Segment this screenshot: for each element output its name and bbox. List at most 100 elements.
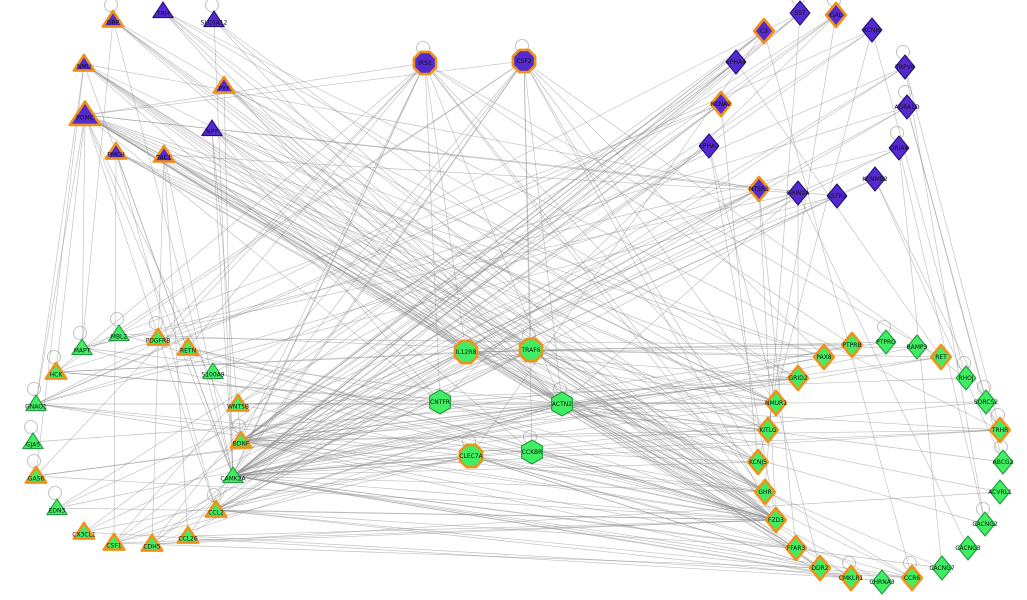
graph-node-ghr[interactable]: [753, 478, 777, 506]
graph-edge: [212, 371, 777, 521]
graph-node-npy[interactable]: [201, 119, 223, 137]
graph-node-retn[interactable]: [176, 337, 200, 356]
graph-node-edn3[interactable]: [46, 498, 68, 516]
graph-node-trhr[interactable]: [988, 416, 1012, 444]
graph-edge: [561, 403, 759, 463]
graph-node-bdnf[interactable]: [229, 430, 253, 449]
graph-node-grin2a[interactable]: [787, 180, 809, 206]
graph-edge: [240, 103, 722, 442]
graph-edge: [55, 114, 86, 373]
graph-node-csf1[interactable]: [102, 532, 126, 551]
graph-node-pmch[interactable]: [104, 141, 128, 160]
graph-node-ccr6[interactable]: [900, 564, 924, 592]
graph-node-pyy[interactable]: [212, 75, 236, 94]
graph-node-cacng2[interactable]: [974, 511, 996, 537]
graph-edge: [530, 349, 821, 569]
graph-node-trh[interactable]: [152, 1, 174, 19]
self-loop-edge: [73, 326, 87, 340]
graph-edge: [163, 154, 759, 463]
graph-node-c3[interactable]: [752, 17, 776, 45]
graph-node-s100a9[interactable]: [202, 362, 224, 380]
graph-edge: [439, 377, 799, 403]
graph-node-clec7a[interactable]: [458, 443, 484, 469]
graph-node-nmu[interactable]: [72, 53, 96, 72]
graph-node-traf6[interactable]: [518, 337, 544, 363]
graph-edge: [561, 403, 986, 525]
graph-node-sorcs2[interactable]: [975, 389, 997, 415]
graph-node-mbl2[interactable]: [108, 324, 130, 342]
graph-node-ptprb[interactable]: [840, 331, 864, 359]
graph-node-ret[interactable]: [929, 343, 953, 371]
graph-node-cckbr[interactable]: [521, 439, 543, 465]
graph-node-slc6a12[interactable]: [203, 10, 225, 28]
graph-node-adra1d[interactable]: [896, 94, 918, 120]
graph-edge: [162, 10, 1001, 431]
graph-node-cntfr[interactable]: [429, 389, 451, 415]
graph-node-kcnj6[interactable]: [861, 17, 883, 43]
graph-node-cacng7[interactable]: [931, 555, 953, 581]
graph-node-wnt5b[interactable]: [226, 393, 250, 412]
graph-node-pax8[interactable]: [812, 343, 836, 371]
graph-edge: [530, 349, 769, 431]
graph-node-ccl2[interactable]: [204, 499, 228, 518]
graph-node-epha7[interactable]: [698, 133, 720, 159]
graph-node-kcnj5[interactable]: [746, 448, 770, 476]
graph-node-acvrl1[interactable]: [989, 479, 1011, 505]
graph-node-tac1[interactable]: [152, 144, 176, 163]
graph-node-il12rb[interactable]: [453, 339, 479, 365]
graph-node-ddr2[interactable]: [808, 554, 832, 582]
graph-node-ramp3[interactable]: [906, 334, 928, 360]
graph-edge: [84, 114, 242, 442]
graph-node-gria4[interactable]: [888, 135, 910, 161]
graph-edge: [240, 429, 1001, 442]
graph-node-trpv6[interactable]: [894, 54, 916, 80]
graph-node-epha4[interactable]: [725, 49, 747, 75]
graph-node-nmur1[interactable]: [764, 389, 788, 417]
graph-edge: [81, 103, 722, 349]
graph-node-sstr2[interactable]: [826, 183, 848, 209]
graph-node-rhoj[interactable]: [955, 365, 977, 391]
graph-edge: [113, 455, 472, 544]
graph-node-kcnmb2[interactable]: [864, 166, 886, 192]
graph-node-kcna2[interactable]: [709, 90, 733, 118]
graph-edge: [215, 509, 797, 549]
graph-edge: [232, 178, 876, 477]
graph-node-actn2[interactable]: [551, 391, 573, 417]
graph-edge: [561, 356, 825, 405]
graph-node-gja5[interactable]: [22, 432, 44, 450]
graph-node-camk2a[interactable]: [222, 466, 244, 484]
graph-node-grp[interactable]: [101, 9, 125, 28]
graph-node-mapt[interactable]: [71, 338, 93, 356]
graph-node-fzd3[interactable]: [764, 506, 788, 534]
graph-node-chrna3[interactable]: [871, 569, 893, 595]
graph-node-cmklr1[interactable]: [839, 564, 863, 592]
graph-edge: [56, 14, 837, 509]
self-loop-edge: [27, 454, 41, 468]
graph-node-grid2[interactable]: [786, 364, 810, 392]
graph-node-hck[interactable]: [44, 361, 68, 380]
graph-edge: [232, 346, 918, 477]
graph-node-gas6[interactable]: [24, 465, 48, 484]
graph-edge: [211, 128, 441, 403]
graph-node-kitlg[interactable]: [756, 416, 780, 444]
graph-node-ntsr1[interactable]: [747, 175, 771, 203]
graph-node-gal[interactable]: [824, 1, 848, 29]
graph-node-cx3cl1[interactable]: [72, 521, 96, 540]
graph-node-gnao1[interactable]: [25, 394, 47, 412]
graph-node-ptpro[interactable]: [875, 329, 897, 355]
graph-node-pdgfrb[interactable]: [146, 327, 170, 346]
graph-node-pomc[interactable]: [68, 100, 102, 127]
graph-node-sst[interactable]: [789, 0, 811, 26]
graph-node-abcg2[interactable]: [992, 449, 1014, 475]
graph-node-ffar3[interactable]: [784, 534, 808, 562]
graph-edge: [223, 85, 532, 351]
graph-node-cdh5[interactable]: [140, 533, 164, 552]
graph-node-cacng3[interactable]: [957, 535, 979, 561]
graph-node-csf2[interactable]: [511, 48, 537, 74]
graph-node-ccl26[interactable]: [176, 525, 200, 544]
graph-node-irs1[interactable]: [412, 50, 438, 76]
graph-edge: [35, 103, 722, 405]
graph-edge: [162, 10, 799, 379]
graph-edge: [232, 475, 777, 521]
